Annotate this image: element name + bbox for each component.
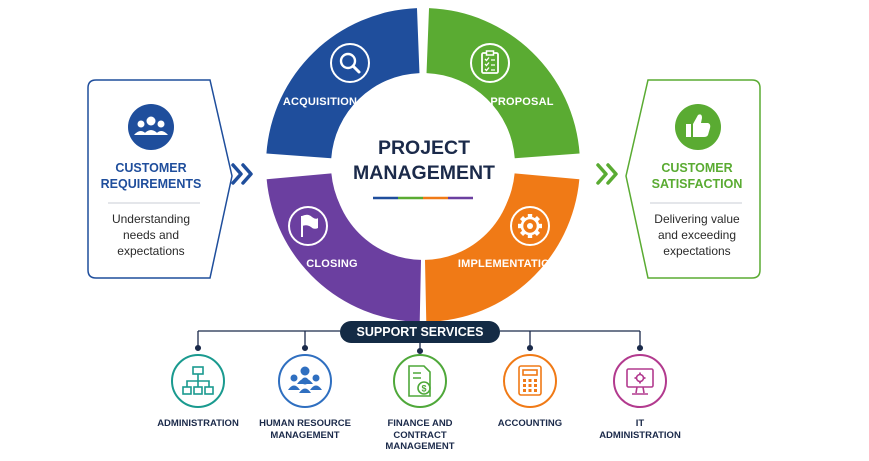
computer-gear-icon xyxy=(613,354,667,408)
segment-label-acquisition: ACQUISITION xyxy=(282,96,358,108)
title-line: PROJECT xyxy=(377,137,471,159)
service-label-finance: FINANCE AND CONTRACT MANAGEMENT xyxy=(360,418,480,453)
cycle-segment-proposal xyxy=(426,8,580,159)
cycle-segment-acquisition xyxy=(266,8,420,159)
label-line: HUMAN RESOURCE xyxy=(259,418,351,429)
customer-satisfaction-description: Delivering value and exceeding expectati… xyxy=(640,211,754,259)
title-line: MANAGEMENT xyxy=(353,162,495,184)
label-line: FINANCE AND xyxy=(387,418,453,429)
people-group-icon xyxy=(278,354,332,408)
title-line: SATISFACTION xyxy=(651,177,743,191)
chevron-double-right-icon xyxy=(596,163,618,185)
support-services-pill: SUPPORT SERVICES xyxy=(340,321,500,343)
customer-satisfaction-title: CUSTOMER SATISFACTION xyxy=(643,160,751,192)
chevron-double-right-icon xyxy=(231,163,253,185)
desc-line: Understanding xyxy=(111,212,191,226)
desc-line: Delivering value xyxy=(654,212,740,226)
label-line: MANAGEMENT xyxy=(385,441,455,452)
label-line: ADMINISTRATION xyxy=(157,418,239,429)
title-line: CUSTOMER xyxy=(115,161,187,175)
segment-label-implementation: IMPLEMENTATION xyxy=(457,258,559,270)
customer-requirements-title: CUSTOMER REQUIREMENTS xyxy=(98,160,204,192)
checklist-icon xyxy=(470,43,510,83)
search-icon xyxy=(330,43,370,83)
svg-text:$: $ xyxy=(421,384,426,394)
people-group-icon xyxy=(128,104,174,150)
segment-label-proposal: PROPOSAL xyxy=(490,96,554,108)
process-cycle xyxy=(266,8,580,322)
title-line: REQUIREMENTS xyxy=(100,177,202,191)
center-title: PROJECT MANAGEMENT xyxy=(336,136,512,186)
desc-line: and exceeding xyxy=(657,228,737,242)
contract-dollar-icon: $ xyxy=(393,354,447,408)
customer-requirements-box xyxy=(87,79,233,279)
label-line: ACCOUNTING xyxy=(497,418,563,429)
support-connector xyxy=(194,330,644,355)
calculator-icon xyxy=(503,354,557,408)
service-label-it-administration: IT ADMINISTRATION xyxy=(580,418,700,441)
label-line: ADMINISTRATION xyxy=(599,429,681,441)
label-line: IT xyxy=(635,418,645,429)
service-label-accounting: ACCOUNTING xyxy=(470,418,590,430)
desc-line: expectations xyxy=(663,244,731,258)
customer-requirements-description: Understanding needs and expectations xyxy=(98,211,204,259)
desc-line: expectations xyxy=(117,244,185,258)
cycle-segment-closing xyxy=(266,173,422,322)
service-label-human-resource: HUMAN RESOURCE MANAGEMENT xyxy=(245,418,365,441)
center-hub xyxy=(333,80,513,260)
segment-label-closing: CLOSING xyxy=(306,258,358,270)
flag-icon xyxy=(288,206,328,246)
label-line: MANAGEMENT xyxy=(270,429,340,441)
label-line: CONTRACT xyxy=(393,429,447,441)
desc-line: needs and xyxy=(122,228,180,242)
service-label-administration: ADMINISTRATION xyxy=(138,418,258,430)
org-chart-icon xyxy=(171,354,225,408)
thumbs-up-icon xyxy=(675,104,721,150)
title-line: CUSTOMER xyxy=(661,161,733,175)
customer-satisfaction-box xyxy=(625,79,761,279)
gear-icon xyxy=(510,206,550,246)
